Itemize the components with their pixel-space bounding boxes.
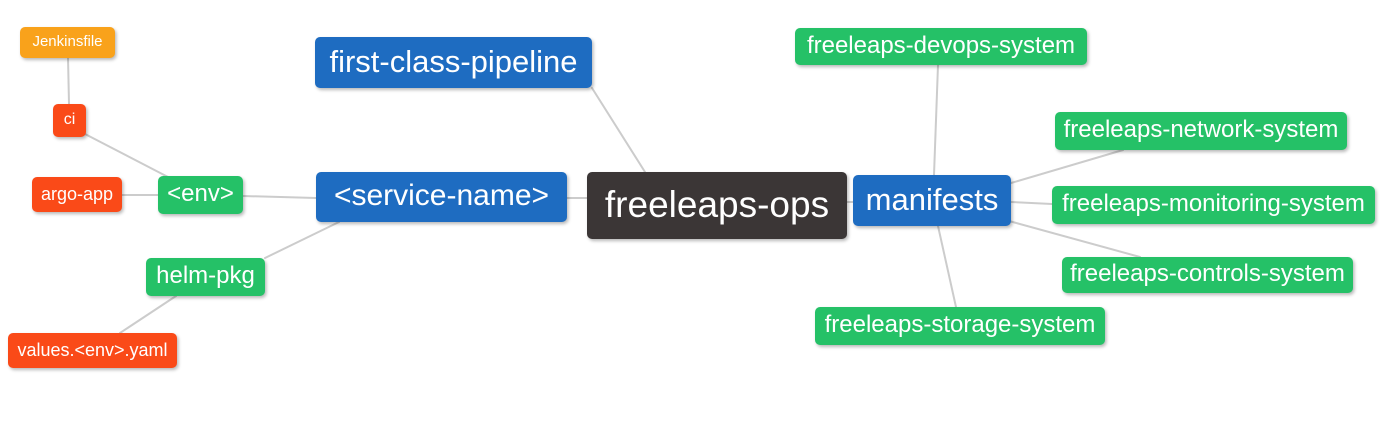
node-label: freeleaps-devops-system [806, 31, 1076, 59]
node-helm-pkg[interactable]: helm-pkg [146, 258, 265, 296]
node-label: freeleaps-controls-system [1070, 260, 1345, 287]
node-service-name[interactable]: <service-name> [316, 172, 567, 222]
node-jenkinsfile[interactable]: Jenkinsfile [20, 27, 115, 58]
node-env[interactable]: <env> [158, 176, 243, 214]
edge-jenkinsfile--ci [67, 56, 70, 105]
node-first-class-pipeline[interactable]: first-class-pipeline [315, 37, 592, 88]
edge-first-class-pipeline--freeleaps-ops [591, 87, 646, 173]
node-label: freeleaps-network-system [1063, 116, 1339, 143]
node-values-env-yaml[interactable]: values.<env>.yaml [8, 333, 177, 368]
node-label: freeleaps-monitoring-system [1062, 190, 1365, 217]
node-label: <service-name> [333, 179, 550, 212]
edge-ci--env [84, 133, 169, 178]
node-label: freeleaps-storage-system [824, 311, 1096, 338]
node-argo-app[interactable]: argo-app [32, 177, 122, 212]
node-ci[interactable]: ci [53, 104, 86, 137]
node-freeleaps-ops[interactable]: freeleaps-ops [587, 172, 847, 239]
edge-manifests--freeleaps-network-system [1010, 149, 1124, 184]
edge-manifests--freeleaps-storage-system [937, 225, 957, 308]
node-freeleaps-storage-system[interactable]: freeleaps-storage-system [815, 307, 1105, 345]
node-freeleaps-devops-system[interactable]: freeleaps-devops-system [795, 28, 1087, 65]
edge-manifests--freeleaps-controls-system [1008, 220, 1141, 258]
node-label: <env> [167, 180, 234, 207]
node-manifests[interactable]: manifests [853, 175, 1011, 226]
node-freeleaps-monitoring-system[interactable]: freeleaps-monitoring-system [1052, 186, 1375, 224]
node-label: ci [63, 110, 76, 128]
node-label: Jenkinsfile [32, 33, 103, 50]
node-freeleaps-controls-system[interactable]: freeleaps-controls-system [1062, 257, 1353, 293]
node-label: freeleaps-ops [604, 184, 830, 225]
node-label: first-class-pipeline [329, 44, 578, 79]
node-freeleaps-network-system[interactable]: freeleaps-network-system [1055, 112, 1347, 150]
edge-helm-pkg--values-env-yaml [119, 295, 177, 334]
edge-manifests--freeleaps-devops-system [933, 64, 939, 176]
node-label: values.<env>.yaml [17, 339, 168, 360]
edge-env--service-name [242, 195, 317, 199]
node-label: helm-pkg [156, 262, 255, 289]
edge-manifests--freeleaps-monitoring-system [1010, 201, 1053, 205]
node-label: manifests [865, 182, 999, 217]
edge-service-name--helm-pkg [264, 221, 340, 259]
node-label: argo-app [40, 183, 114, 204]
